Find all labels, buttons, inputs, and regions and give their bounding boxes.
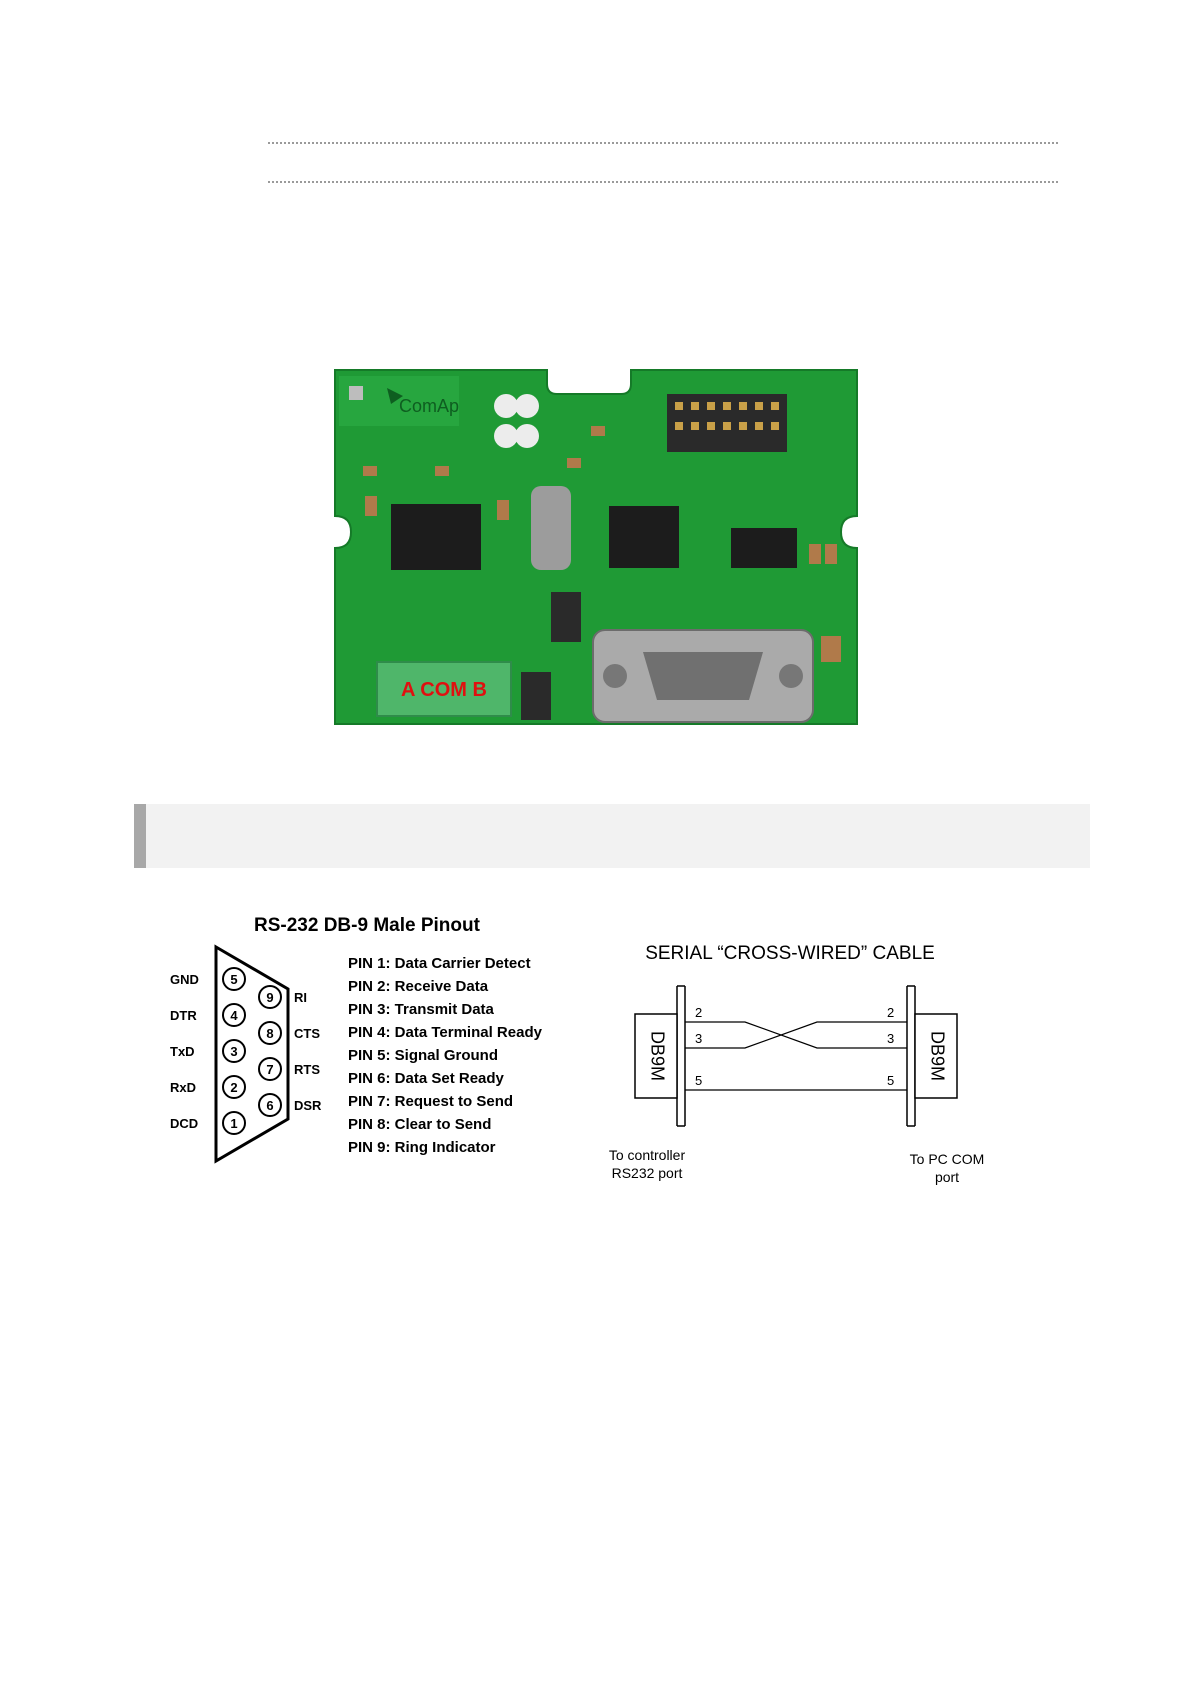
pcb-photo: ComAp A COM B [334,369,858,725]
left-db9m-box [634,1013,678,1099]
pin-description: PIN 7: Request to Send [348,1093,513,1110]
db9-screw [603,664,627,688]
chip-right [731,528,797,568]
pin-number: 7 [266,1062,273,1077]
right-db9m-box [914,1013,958,1099]
header-rule-top [268,142,1058,144]
comap-logo-icon [387,388,403,404]
right-caption-line-2: port [935,1169,959,1185]
pin-number: 6 [266,1098,273,1113]
chip-center [609,506,679,568]
chip-left [391,504,481,570]
right-pin-5: 5 [887,1073,894,1088]
pin-description: PIN 8: Clear to Send [348,1116,491,1133]
pin-circle [222,1075,246,1099]
left-caption-line-1: To controller [609,1147,686,1163]
pin-label-left: RxD [170,1080,196,1095]
left-caption-line-2: RS232 port [612,1165,683,1181]
pinout-title: RS-232 DB-9 Male Pinout [254,915,481,936]
left-pin-3: 3 [695,1031,702,1046]
pin-label-left: GND [170,972,199,987]
jumper [551,592,581,642]
pin-circle [258,1021,282,1045]
jumper [521,672,551,720]
db9-screw [779,664,803,688]
cable-title: SERIAL “CROSS-WIRED” CABLE [645,943,935,964]
right-db9m-label: DB9M [927,1031,947,1081]
pin-description: PIN 3: Transmit Data [348,1001,495,1018]
cross-wired-cable-diagram: SERIAL “CROSS-WIRED” CABLE DB9M DB9M 2 3… [609,943,985,1185]
pin-circle [222,967,246,991]
left-db9m-label: DB9M [647,1031,667,1081]
pin-circle [258,1057,282,1081]
section-accent [134,804,146,868]
right-pin-2: 2 [887,1005,894,1020]
terminal-label: A COM B [401,679,487,701]
mounting-hole [515,424,539,448]
pin-label-left: DCD [170,1116,198,1131]
wire-2-to-3 [685,1021,907,1049]
section-header-bar [134,804,1090,868]
header-rule-bottom [268,181,1058,183]
db9-outline [214,944,290,1164]
pin-description: PIN 9: Ring Indicator [348,1139,496,1156]
db9-shell [643,652,763,700]
pcb-mark [349,386,363,400]
right-caption-line-1: To PC COM [910,1151,985,1167]
pin-label-right: RI [294,990,307,1005]
pin-number: 2 [230,1080,237,1095]
right-pin-3: 3 [887,1031,894,1046]
pin-circle [222,1111,246,1135]
pcb-logo-area [339,376,459,426]
pin-circle [258,985,282,1009]
mounting-hole [494,424,518,448]
pin-label-left: DTR [170,1008,197,1023]
pin-number: 9 [266,990,273,1005]
pin-circle [222,1039,246,1063]
pin-number: 1 [230,1116,237,1131]
left-pin-5: 5 [695,1073,702,1088]
crystal [531,486,571,570]
pin-description: PIN 1: Data Carrier Detect [348,955,531,972]
pin-description: PIN 2: Receive Data [348,978,489,995]
pin-circle [258,1093,282,1117]
smd-components [363,426,841,662]
pcb-logo-text: ComAp [399,396,459,416]
mounting-hole [494,394,518,418]
mounting-hole [515,394,539,418]
pin-header-pins [675,402,779,430]
wire-3-to-2 [685,1021,907,1049]
pin-number: 4 [230,1008,238,1023]
pin-label-right: CTS [294,1026,320,1041]
pin-description: PIN 6: Data Set Ready [348,1070,505,1087]
pin-number: 8 [266,1026,273,1041]
pin-number: 5 [230,972,237,987]
pin-label-left: TxD [170,1044,195,1059]
left-pin-2: 2 [695,1005,702,1020]
right-pin-column: 9 RI 8 CTS 7 RTS 6 DSR [258,985,322,1117]
pin-description: PIN 5: Signal Ground [348,1047,498,1064]
pin-description: PIN 4: Data Terminal Ready [348,1024,543,1041]
pin-circle [222,1003,246,1027]
pin-label-right: RTS [294,1062,320,1077]
terminal-block [376,661,512,717]
pin-label-right: DSR [294,1098,322,1113]
pin-number: 3 [230,1044,237,1059]
